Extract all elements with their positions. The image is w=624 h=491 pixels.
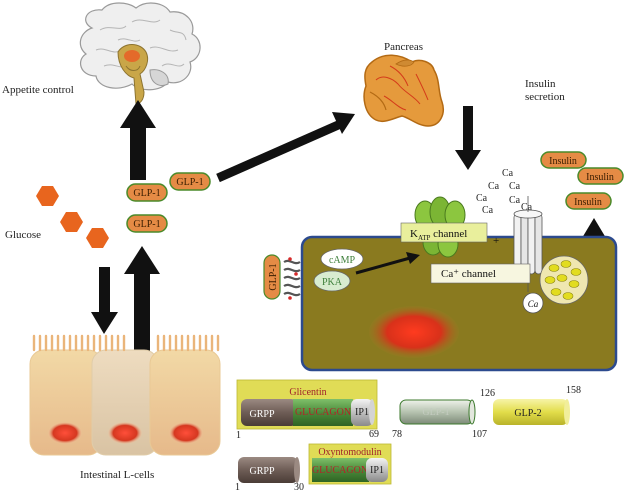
residue-number: 158 (566, 385, 581, 396)
arrow-pancreas-to-cell (455, 106, 481, 170)
residue-number: 78 (392, 429, 402, 440)
svg-text:Ca: Ca (521, 202, 533, 213)
intestinal-l-cells (29, 334, 221, 456)
insulin-granules (539, 255, 589, 305)
svg-text:GRPP: GRPP (249, 409, 274, 420)
insulin-secretion-label-line2: secretion (525, 91, 565, 103)
arrow-glucose-into-cell (91, 267, 118, 334)
svg-text:GLP-1: GLP-1 (133, 188, 160, 199)
arrow-to-brain (120, 100, 156, 180)
glp2-segment: GLP-2 (493, 399, 570, 425)
pka-oval: PKA (313, 270, 351, 292)
svg-text:GLP-1: GLP-1 (176, 177, 203, 188)
svg-text:cAMP: cAMP (329, 255, 356, 266)
glp1-receptor: GLP-1 (263, 254, 301, 300)
svg-text:Glicentin: Glicentin (289, 387, 326, 398)
glp1-pill: GLP-1 (126, 183, 168, 202)
svg-text:Ca: Ca (509, 181, 521, 192)
depolarization-plus: + (493, 235, 499, 247)
svg-text:Insulin: Insulin (549, 156, 577, 167)
svg-text:PKA: PKA (322, 277, 343, 288)
glucose-hexagon (86, 228, 109, 248)
intestinal-l-cells-label: Intestinal L-cells (80, 469, 154, 481)
appetite-control-label: Appetite control (2, 84, 74, 96)
pancreas-label: Pancreas (384, 41, 423, 53)
insulin-pill: Insulin (577, 167, 624, 185)
svg-text:Insulin: Insulin (586, 172, 614, 183)
residue-number: 107 (472, 429, 487, 440)
svg-text:Ca: Ca (488, 181, 500, 192)
katp-channel-label: KATP channel (400, 222, 488, 243)
svg-text:Ca⁺ channel: Ca⁺ channel (441, 268, 496, 280)
glucose-molecules (36, 186, 109, 248)
l-cell-nucleus (48, 422, 82, 444)
residue-number: 69 (369, 429, 379, 440)
oxyntomodulin-fragment: Oxyntomodulin GLUCAGON IP1 (308, 443, 392, 485)
pancreas-illustration (363, 54, 444, 127)
glicentin-fragment: Glicentin GRPP GLUCAGON IP1 (236, 379, 378, 430)
svg-text:Ca: Ca (476, 193, 488, 204)
svg-text:Oxyntomodulin: Oxyntomodulin (318, 447, 381, 458)
svg-text:GLP-1: GLP-1 (422, 407, 449, 418)
l-cell-nucleus (108, 422, 142, 444)
svg-text:IP1: IP1 (355, 407, 369, 418)
svg-text:GLUCAGON: GLUCAGON (295, 407, 351, 418)
glp1-pill: GLP-1 (126, 214, 168, 233)
residue-number: 1 (235, 482, 240, 491)
glucose-hexagon (36, 186, 59, 206)
svg-text:GLUCAGON: GLUCAGON (312, 465, 368, 476)
svg-text:IP1: IP1 (370, 465, 384, 476)
glucose-hexagon (60, 212, 83, 232)
camp-oval: cAMP (320, 248, 364, 270)
insulin-pill: Insulin (540, 151, 587, 169)
calcium-ions: Ca Ca Ca Ca Ca Ca Ca (476, 168, 533, 216)
svg-text:Ca: Ca (509, 195, 521, 206)
svg-text:GLP-1: GLP-1 (268, 263, 279, 290)
svg-text:Ca: Ca (528, 299, 539, 309)
svg-text:GRPP: GRPP (249, 466, 274, 477)
calcium-channel-label: Ca⁺ channel (430, 263, 531, 284)
beta-cell-nucleus (369, 306, 459, 358)
residue-number: 1 (236, 430, 241, 441)
glp1-pill: GLP-1 (169, 172, 211, 191)
residue-number: 126 (480, 388, 495, 399)
calcium-channel-protein (513, 196, 543, 292)
svg-text:GLP-1: GLP-1 (133, 219, 160, 230)
calcium-ion-circle: Ca (522, 292, 544, 314)
arrow-glp1-out-of-cell (124, 246, 160, 354)
insulin-secretion-label-line1: Insulin (525, 78, 556, 90)
glucose-label: Glucose (5, 229, 41, 241)
grpp-segment: GRPP (238, 457, 300, 483)
residue-number: 30 (294, 482, 304, 491)
svg-text:Ca: Ca (502, 168, 514, 179)
glp1-segment: GLP-1 (399, 399, 476, 425)
svg-text:Insulin: Insulin (574, 197, 602, 208)
l-cell-nucleus (169, 422, 203, 444)
svg-text:Ca: Ca (482, 205, 494, 216)
arrow-pka-to-katp (355, 252, 420, 275)
insulin-pill: Insulin (565, 192, 612, 210)
brain-illustration (79, 2, 201, 105)
svg-text:KATP channel: KATP channel (410, 228, 467, 242)
svg-text:GLP-2: GLP-2 (514, 408, 541, 419)
arrow-to-pancreas (216, 112, 355, 183)
